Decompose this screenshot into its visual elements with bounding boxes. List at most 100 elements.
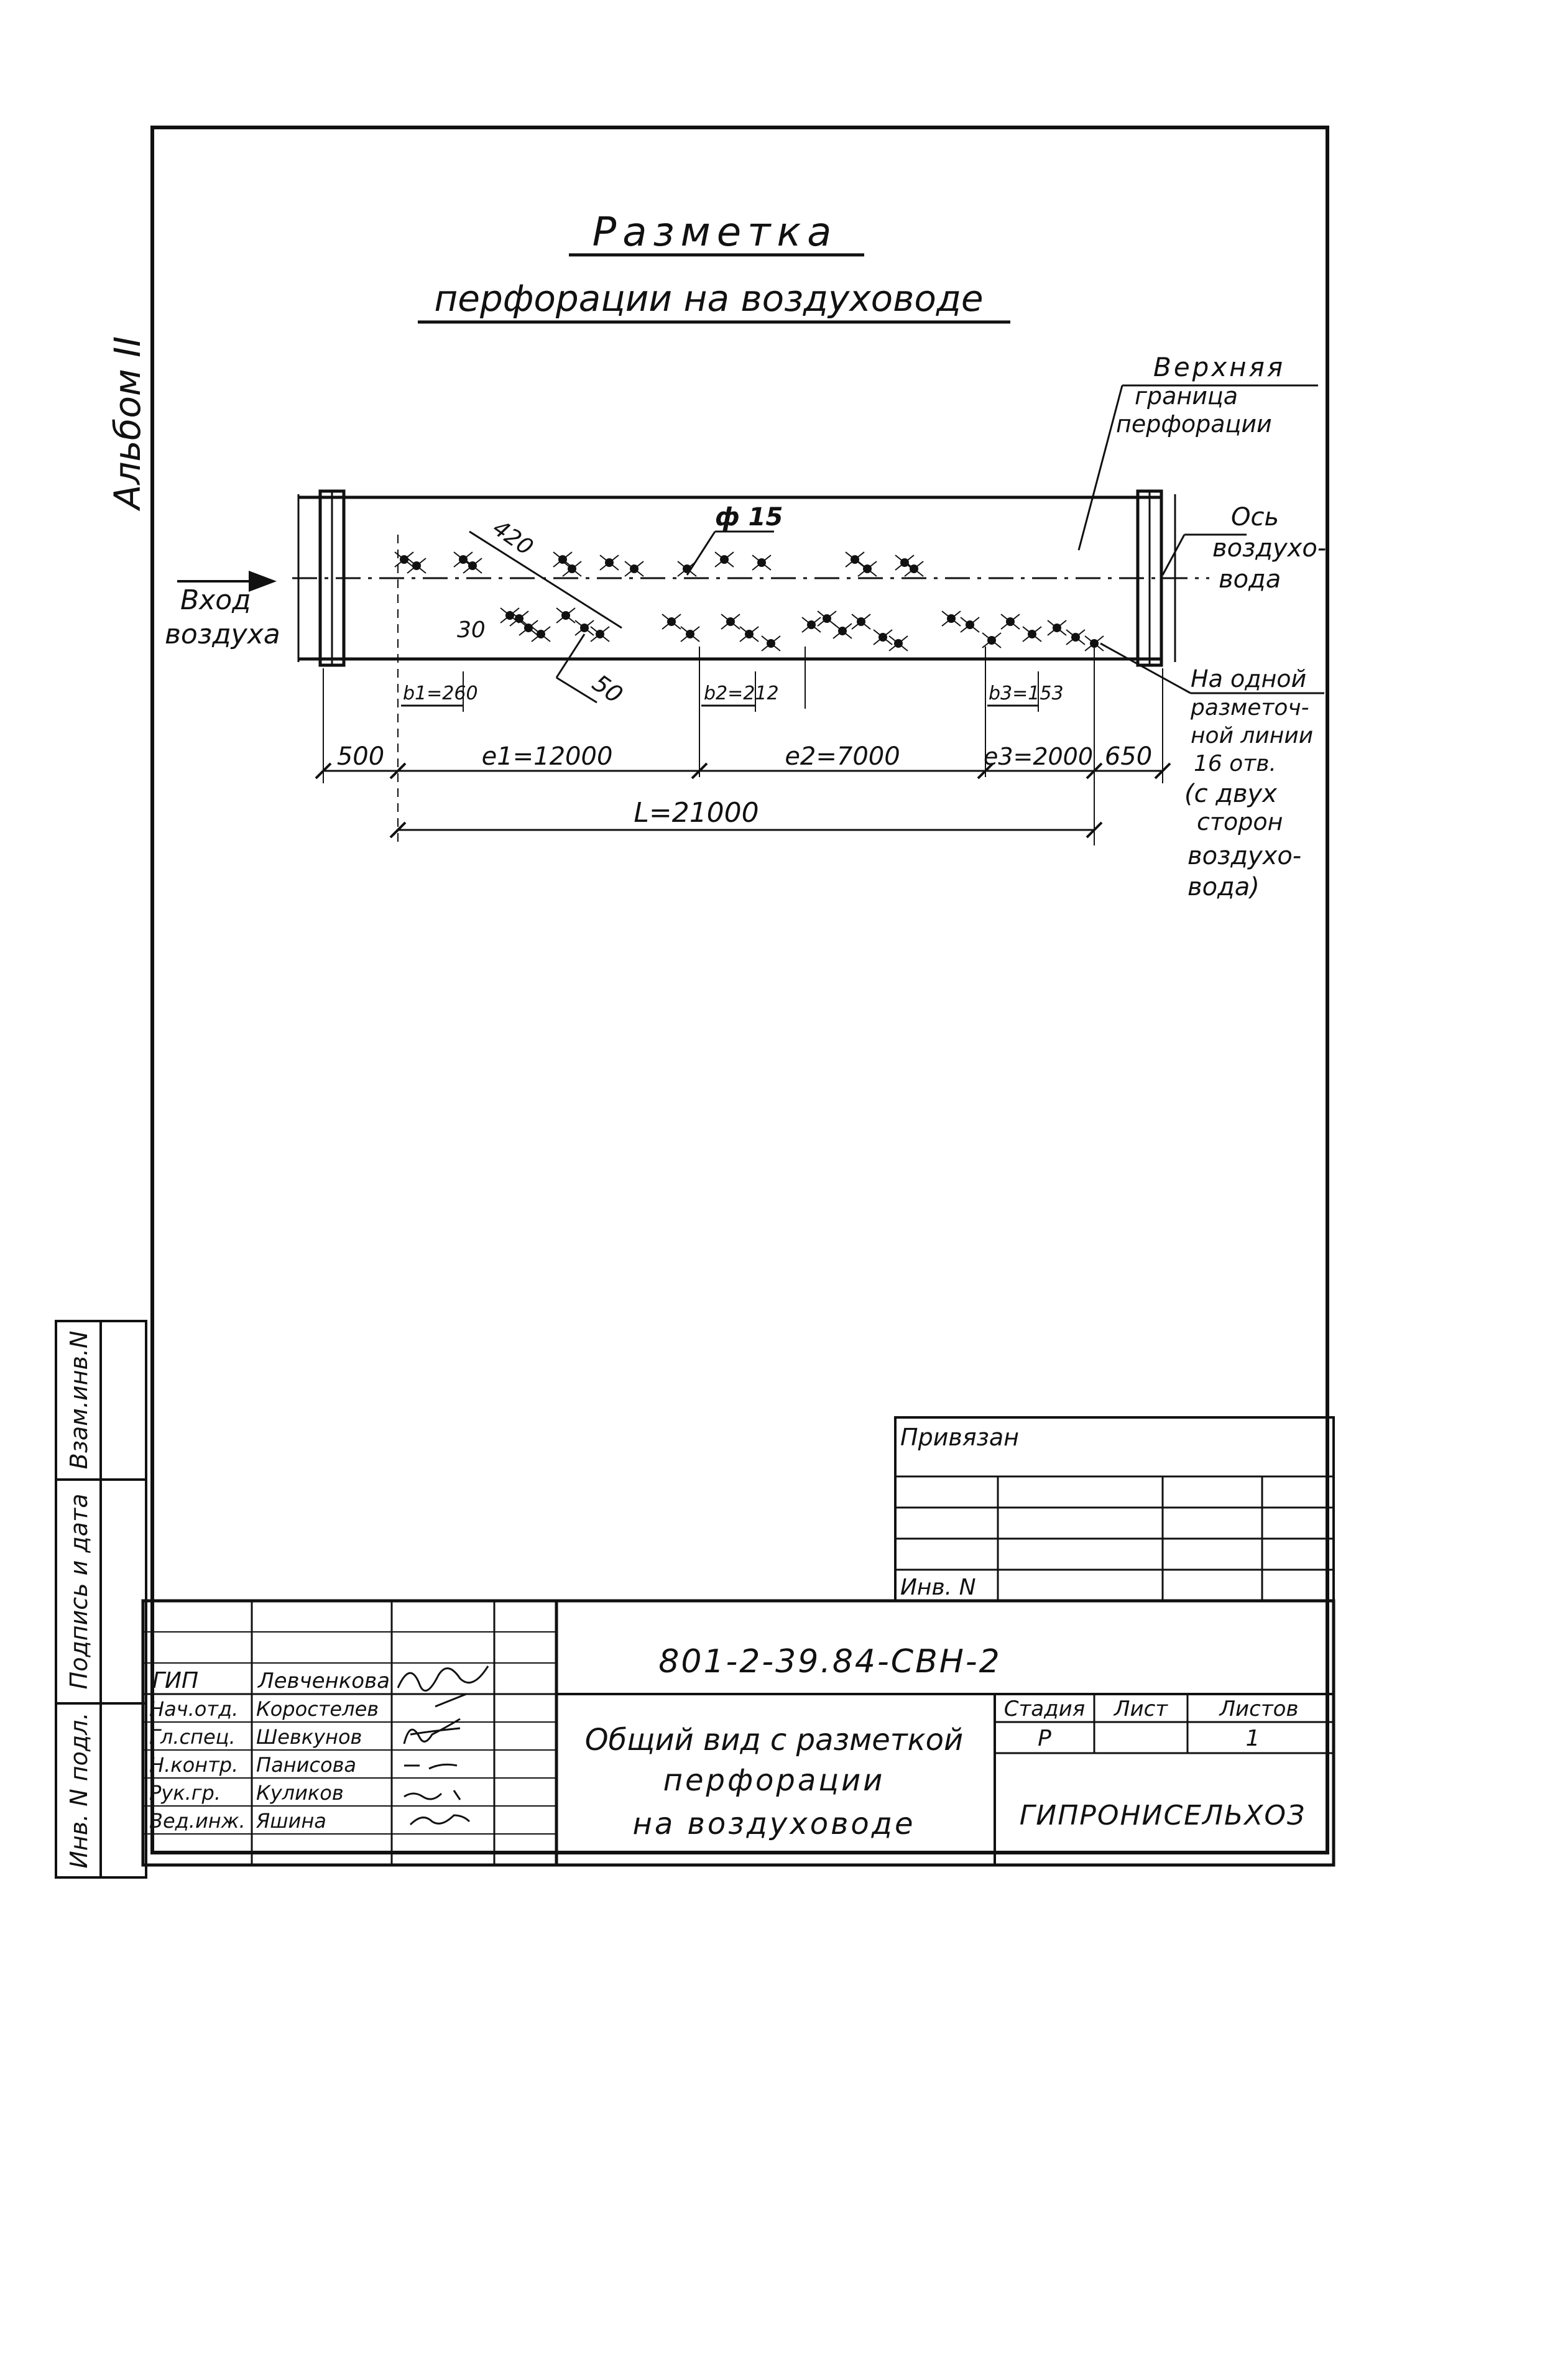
perforation-hole-cross [590, 626, 610, 642]
svg-text:вода): вода) [1188, 873, 1260, 901]
side-stamp-col3: Инв. N подл. [65, 1712, 93, 1868]
svg-text:Верхняя: Верхняя [1153, 352, 1285, 382]
perforation-holes [394, 551, 1104, 652]
stage-value: Р [1038, 1726, 1051, 1751]
sheets-header: Листов [1218, 1697, 1298, 1721]
perforation-hole-cross [1084, 635, 1104, 652]
svg-text:сторон: сторон [1197, 808, 1283, 836]
perforation-hole-cross [1066, 629, 1086, 645]
perforation-hole-cross [721, 614, 740, 630]
perforation-hole-cross [873, 629, 893, 645]
document-code: 801-2-39.84-СВН-2 [658, 1643, 1001, 1680]
zone-extension-lines [397, 535, 1095, 845]
side-stamp: Взам.инв.N Подпись и дата Инв. N подл. [55, 1320, 147, 1879]
side-stamp-col2: Подпись и дата [65, 1494, 93, 1690]
dimension-chain: 500 e1=12000 e2=7000 e3=2000 650 L=21000 [315, 668, 1171, 839]
perforation-hole-cross [519, 620, 538, 636]
svg-text:перфорации: перфорации [1116, 410, 1272, 438]
perforation-hole-cross [556, 607, 576, 624]
air-duct [292, 489, 1209, 667]
perforation-hole-cross [662, 614, 681, 630]
staff-role-2: Гл.спец. [149, 1725, 236, 1749]
perforation-hole-cross [739, 626, 759, 642]
privyazan-inv: Инв. N [900, 1575, 976, 1600]
b2-label: b2=212 [704, 683, 779, 704]
upper-boundary-label: Верхняя граница перфорации [1077, 352, 1318, 551]
air-inlet-label: Вход воздуха [165, 571, 280, 650]
staff-name-3: Панисова [256, 1753, 356, 1777]
stage-header: Стадия [1004, 1697, 1085, 1721]
svg-text:воздухо-: воздухо- [1212, 534, 1326, 563]
perforation-hole-cross [407, 558, 427, 574]
perforation-hole-cross [680, 626, 700, 642]
dim-total: L=21000 [634, 797, 759, 829]
staff-role-0: ГИП [152, 1668, 198, 1693]
dim-30-label: 30 [457, 617, 486, 643]
privyazan-block: Привязан Инв. N [894, 1416, 1335, 1602]
perforation-hole-cross [599, 555, 619, 571]
perforation-hole-cross [624, 561, 644, 577]
staff-name-1: Коростелев [256, 1697, 379, 1721]
svg-text:16 отв.: 16 отв. [1194, 751, 1276, 776]
perforation-hole-cross [941, 610, 961, 627]
dim-l2: e2=7000 [785, 742, 900, 771]
sheet-frame [150, 126, 1329, 1854]
svg-text:вода: вода [1219, 565, 1281, 594]
perforation-hole-cross [888, 635, 908, 652]
staff-role-5: Вед.инж. [149, 1809, 246, 1833]
perforation-hole-cross [1022, 626, 1042, 642]
description-line-3: на воздуховоде [633, 1807, 916, 1841]
inlet-arrow-icon [249, 571, 277, 592]
side-stamp-col1: Взам.инв.N [65, 1331, 93, 1470]
title-line-2: перфорации на воздуховоде [434, 277, 983, 320]
perforation-hole-cross [553, 551, 573, 568]
description-line-2: перфорации [663, 1763, 885, 1798]
perforation-hole-cross [1047, 620, 1067, 636]
staff-name-4: Куликов [256, 1781, 344, 1805]
perforation-hole-cross [574, 620, 594, 636]
duct-axis-label: Ось воздухо- вода [1161, 503, 1326, 594]
perforation-hole-cross [714, 551, 734, 568]
perforation-hole-cross [463, 558, 482, 574]
perforation-hole-cross [904, 561, 924, 577]
perforation-hole-cross [752, 555, 772, 571]
b1-label: b1=260 [403, 683, 478, 704]
svg-text:Ось: Ось [1231, 503, 1279, 532]
description-line-1: Общий вид с разметкой [585, 1723, 963, 1757]
perforation-hole-cross [562, 561, 582, 577]
perforation-hole-cross [832, 623, 852, 639]
staff-role-3: Н.контр. [149, 1753, 238, 1777]
sheets-value: 1 [1246, 1726, 1260, 1751]
perforation-hole-cross [1000, 614, 1020, 630]
title-block: 801-2-39.84-СВН-2 Общий вид с разметкой … [141, 1599, 1335, 1867]
svg-text:разметоч-: разметоч- [1190, 695, 1309, 721]
perforation-hole-cross [851, 614, 871, 630]
signatures [397, 1665, 489, 1826]
svg-text:воздухо-: воздухо- [1188, 842, 1301, 870]
b3-label: b3=153 [989, 683, 1064, 704]
perforation-hole-cross [509, 610, 529, 627]
perforation-hole-cross [761, 635, 781, 652]
dim-50-label: 50 [588, 669, 628, 709]
svg-text:(с двух: (с двух [1184, 780, 1277, 808]
dim-420-label: 420 [488, 515, 538, 561]
hole-diameter-label: ф 15 [715, 503, 783, 532]
title-line-1: Разметка [593, 210, 838, 256]
staff-name-5: Яшина [256, 1809, 326, 1833]
perforation-hole-cross [857, 561, 877, 577]
sheet-header: Лист [1113, 1697, 1168, 1721]
perforation-note: На одной разметоч- ной линии 16 отв. (с … [1100, 642, 1324, 901]
dim-right-margin: 650 [1105, 742, 1152, 771]
dim-left-margin: 500 [337, 742, 384, 771]
svg-text:Вход: Вход [180, 584, 251, 616]
svg-text:воздуха: воздуха [165, 619, 280, 650]
staff-role-4: Рук.гр. [149, 1781, 221, 1805]
privyazan-title: Привязан [900, 1424, 1019, 1451]
perforation-hole-cross [801, 617, 821, 633]
perforation-hole-cross [982, 632, 1002, 648]
svg-text:граница: граница [1135, 382, 1238, 410]
dim-l1: e1=12000 [482, 742, 613, 771]
staff-role-1: Нач.отд. [149, 1697, 238, 1721]
album-label: Альбом II [106, 336, 149, 512]
